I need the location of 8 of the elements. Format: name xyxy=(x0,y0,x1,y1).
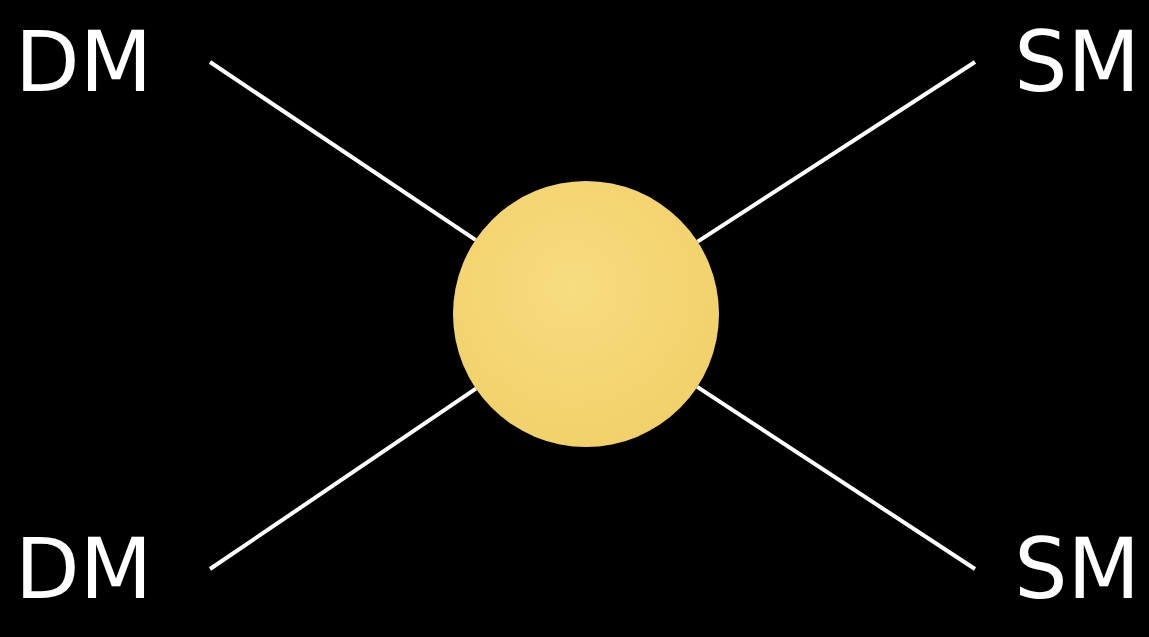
particle-label: DM xyxy=(15,527,153,611)
line xyxy=(696,60,977,244)
line xyxy=(208,387,478,571)
particle-label: SM xyxy=(1014,527,1140,611)
particle-label: DM xyxy=(15,20,153,104)
line xyxy=(208,60,477,242)
line xyxy=(696,385,977,571)
particle-label: SM xyxy=(1014,20,1140,104)
